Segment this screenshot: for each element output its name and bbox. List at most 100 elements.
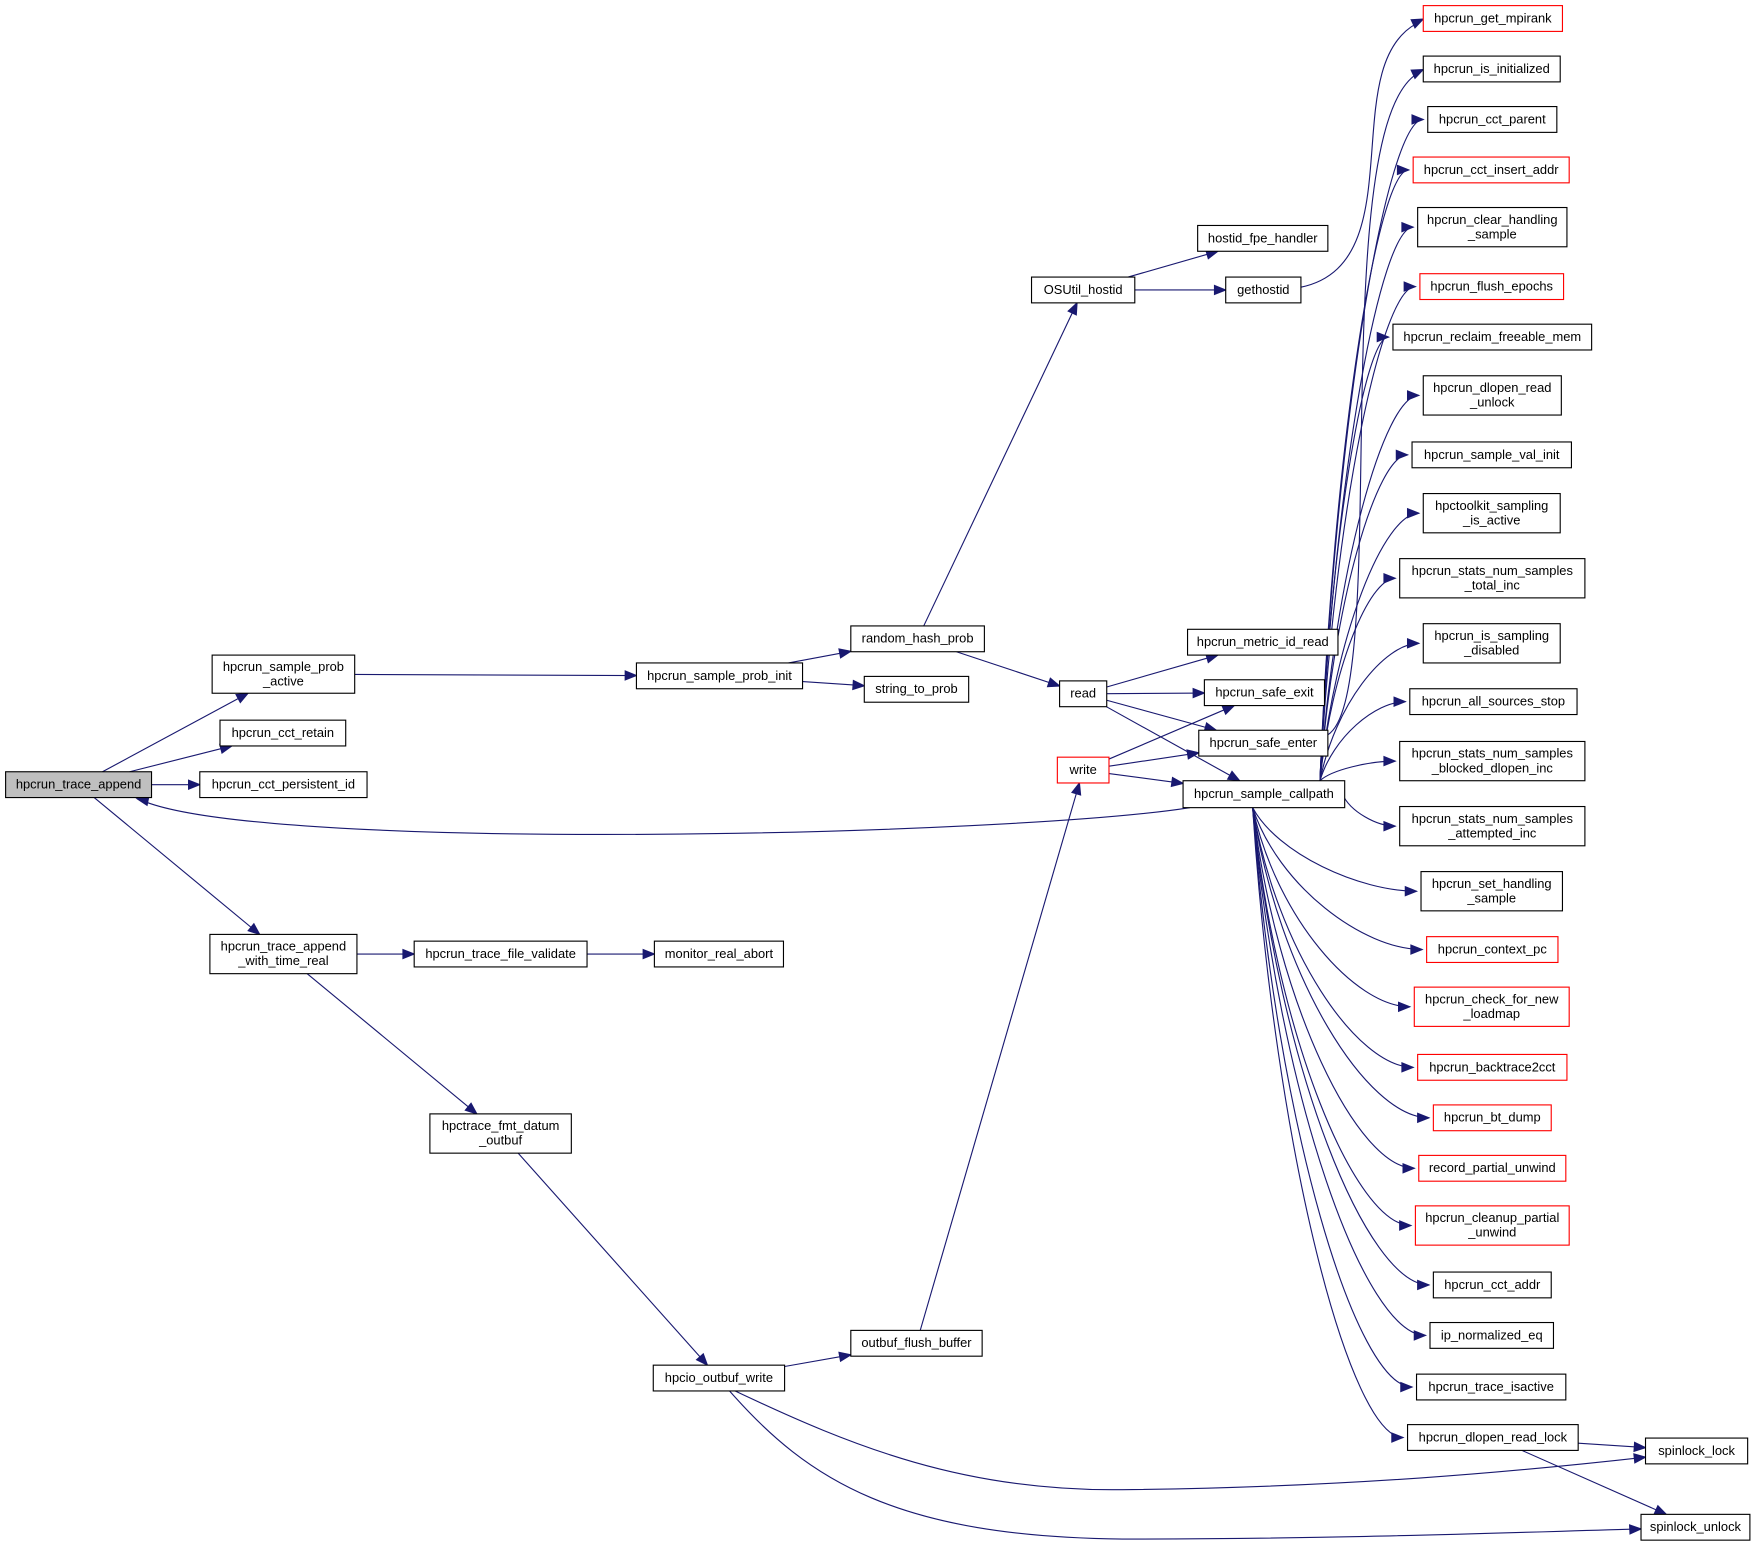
node-is-sampling-disabled[interactable]: hpcrun_is_sampling_disabled <box>1422 623 1561 664</box>
node-box <box>429 1113 572 1154</box>
node-spinlock-lock[interactable]: spinlock_lock <box>1644 1437 1749 1465</box>
arrowhead-icon <box>1046 677 1062 688</box>
node-random-hash-prob[interactable]: random_hash_prob <box>850 625 985 653</box>
edge-read-to-sample_callpath <box>1106 706 1240 782</box>
node-box <box>1640 1513 1751 1541</box>
node-cct-insert-addr[interactable]: hpcrun_cct_insert_addr <box>1412 156 1570 184</box>
node-record-partial-unwind[interactable]: record_partial_unwind <box>1418 1154 1567 1182</box>
node-ip-normalized-eq[interactable]: ip_normalized_eq <box>1429 1321 1555 1349</box>
node-label: hpcrun_flush_epochs <box>1430 279 1553 294</box>
arrowhead-icon <box>1399 1220 1413 1231</box>
node-sampling-is-active[interactable]: hpctoolkit_sampling_is_active <box>1422 493 1561 534</box>
node-read[interactable]: read <box>1059 680 1108 708</box>
edge-sample_callpath-to-check_for_new_loadmap <box>1252 807 1410 1008</box>
node-trace-append-wtr[interactable]: hpcrun_trace_append_with_time_real <box>209 933 358 975</box>
edge-outbuf_flush_buffer-to-write <box>919 782 1080 1331</box>
node-box <box>1399 740 1586 782</box>
node-monitor-real-abort[interactable]: monitor_real_abort <box>653 940 785 968</box>
node-context-pc[interactable]: hpcrun_context_pc <box>1426 936 1559 964</box>
node-label: hpcrun_cct_parent <box>1439 111 1546 126</box>
node-label: spinlock_unlock <box>1650 1519 1742 1534</box>
node-write[interactable]: write <box>1056 756 1110 784</box>
node-box <box>863 675 970 703</box>
node-outbuf-flush-buffer[interactable]: outbuf_flush_buffer <box>850 1329 983 1357</box>
node-label: hpcrun_metric_id_read <box>1197 634 1329 649</box>
node-string-to-prob[interactable]: string_to_prob <box>863 675 970 703</box>
node-sample-callpath[interactable]: hpcrun_sample_callpath <box>1182 780 1346 809</box>
arrowhead-icon <box>1383 820 1397 832</box>
node-hostid-fpe-handler[interactable]: hostid_fpe_handler <box>1197 224 1329 252</box>
node-box <box>1422 55 1561 83</box>
node-backtrace2cct[interactable]: hpcrun_backtrace2cct <box>1417 1053 1568 1081</box>
node-sample-val-init[interactable]: hpcrun_sample_val_init <box>1411 441 1572 469</box>
node-dlopen-read-lock[interactable]: hpcrun_dlopen_read_lock <box>1406 1424 1579 1451</box>
node-box <box>1429 1321 1555 1349</box>
node-fmt-datum-outbuf[interactable]: hpctrace_fmt_datum_outbuf <box>429 1113 572 1154</box>
node-box <box>635 662 804 690</box>
arrowhead-icon <box>1400 1381 1414 1393</box>
edge-sample_callpath-to-cleanup_partial_unwind <box>1252 807 1411 1227</box>
node-sample-prob-init[interactable]: hpcrun_sample_prob_init <box>635 662 804 690</box>
edge-sample_callpath-to-stats_attempted_inc <box>1341 793 1396 827</box>
arrowhead-icon <box>1170 776 1185 788</box>
node-all-sources-stop[interactable]: hpcrun_all_sources_stop <box>1409 688 1578 716</box>
arrowhead-icon <box>1393 696 1407 707</box>
edge-sample_callpath-to-dlopen_read_lock <box>1252 807 1404 1439</box>
node-cct-persistent-id[interactable]: hpcrun_cct_persistent_id <box>199 771 368 799</box>
node-cct-parent[interactable]: hpcrun_cct_parent <box>1427 106 1558 133</box>
node-set-handling-sample[interactable]: hpcrun_set_handling_sample <box>1420 871 1564 912</box>
edge-fmt_datum_outbuf-to-outbuf_write <box>517 1152 708 1366</box>
arrowhead-icon <box>1410 68 1425 80</box>
node-outbuf-write[interactable]: hpcio_outbuf_write <box>652 1364 786 1392</box>
node-label: hpcrun_is_sampling <box>1434 628 1549 643</box>
node-safe-exit[interactable]: hpcrun_safe_exit <box>1203 679 1326 707</box>
node-metric-id-read[interactable]: hpcrun_metric_id_read <box>1186 628 1339 656</box>
node-label: hpcrun_bt_dump <box>1444 1110 1541 1125</box>
edge-sample_callpath-to-trace_isactive <box>1252 807 1413 1388</box>
node-label: hpcrun_cleanup_partial <box>1425 1210 1559 1225</box>
node-clear-handling-sample[interactable]: hpcrun_clear_handling_sample <box>1417 206 1568 248</box>
node-check-for-new-loadmap[interactable]: hpcrun_check_for_new_loadmap <box>1413 986 1570 1027</box>
edge-sample_callpath-to-sample_val_init <box>1319 454 1408 781</box>
node-stats-attempted-inc[interactable]: hpcrun_stats_num_samples_attempted_inc <box>1399 805 1586 847</box>
node-reclaim-freeable-mem[interactable]: hpcrun_reclaim_freeable_mem <box>1392 323 1593 351</box>
arrowhead-icon <box>1411 114 1425 125</box>
node-cleanup-partial-unwind[interactable]: hpcrun_cleanup_partial_unwind <box>1414 1205 1570 1246</box>
node-label: random_hash_prob <box>862 631 974 646</box>
node-box <box>1406 1424 1579 1451</box>
node-cct-addr[interactable]: hpcrun_cct_addr <box>1432 1271 1552 1299</box>
node-osutil-hostid[interactable]: OSUtil_hostid <box>1030 276 1136 304</box>
node-label: _outbuf <box>478 1133 522 1148</box>
node-safe-enter[interactable]: hpcrun_safe_enter <box>1198 729 1329 757</box>
edge-sample_callpath-to-root <box>145 801 1190 835</box>
node-get-mpirank[interactable]: hpcrun_get_mpirank <box>1422 5 1564 32</box>
node-label: hpcrun_is_initialized <box>1434 61 1550 76</box>
node-label: _loadmap <box>1462 1006 1520 1021</box>
node-root[interactable]: hpcrun_trace_append <box>5 771 153 799</box>
node-label: write <box>1069 762 1097 777</box>
node-dlopen-read-unlock[interactable]: hpcrun_dlopen_read_unlock <box>1422 375 1562 416</box>
arrowhead-icon <box>1413 1330 1428 1341</box>
node-trace-file-validate[interactable]: hpcrun_trace_file_validate <box>413 940 588 968</box>
node-is-initialized[interactable]: hpcrun_is_initialized <box>1422 55 1561 83</box>
node-flush-epochs[interactable]: hpcrun_flush_epochs <box>1419 273 1565 301</box>
edge-osutil_hostid-to-hostid_fpe_handler <box>1127 250 1219 278</box>
node-box <box>653 940 785 968</box>
arrowhead-icon <box>1401 1062 1415 1073</box>
node-box <box>1409 688 1578 716</box>
node-box <box>5 771 153 799</box>
arrowhead-icon <box>1071 781 1082 796</box>
node-box <box>1422 375 1562 416</box>
node-sample-prob-active[interactable]: hpcrun_sample_prob_active <box>211 654 356 694</box>
node-box <box>1182 780 1346 809</box>
node-label: hpcrun_trace_append <box>16 777 141 792</box>
node-gethostid[interactable]: gethostid <box>1225 276 1302 304</box>
edge-sample_callpath-to-cct_insert_addr <box>1319 169 1409 781</box>
node-stats-blocked-dlopen-inc[interactable]: hpcrun_stats_num_samples_blocked_dlopen_… <box>1399 740 1586 782</box>
arrowhead-icon <box>838 648 853 659</box>
node-cct-retain[interactable]: hpcrun_cct_retain <box>219 719 347 747</box>
node-bt-dump[interactable]: hpcrun_bt_dump <box>1432 1104 1552 1132</box>
node-trace-isactive[interactable]: hpcrun_trace_isactive <box>1415 1373 1567 1401</box>
node-spinlock-unlock[interactable]: spinlock_unlock <box>1640 1513 1751 1541</box>
node-stats-total-inc[interactable]: hpcrun_stats_num_samples_total_inc <box>1399 558 1586 599</box>
